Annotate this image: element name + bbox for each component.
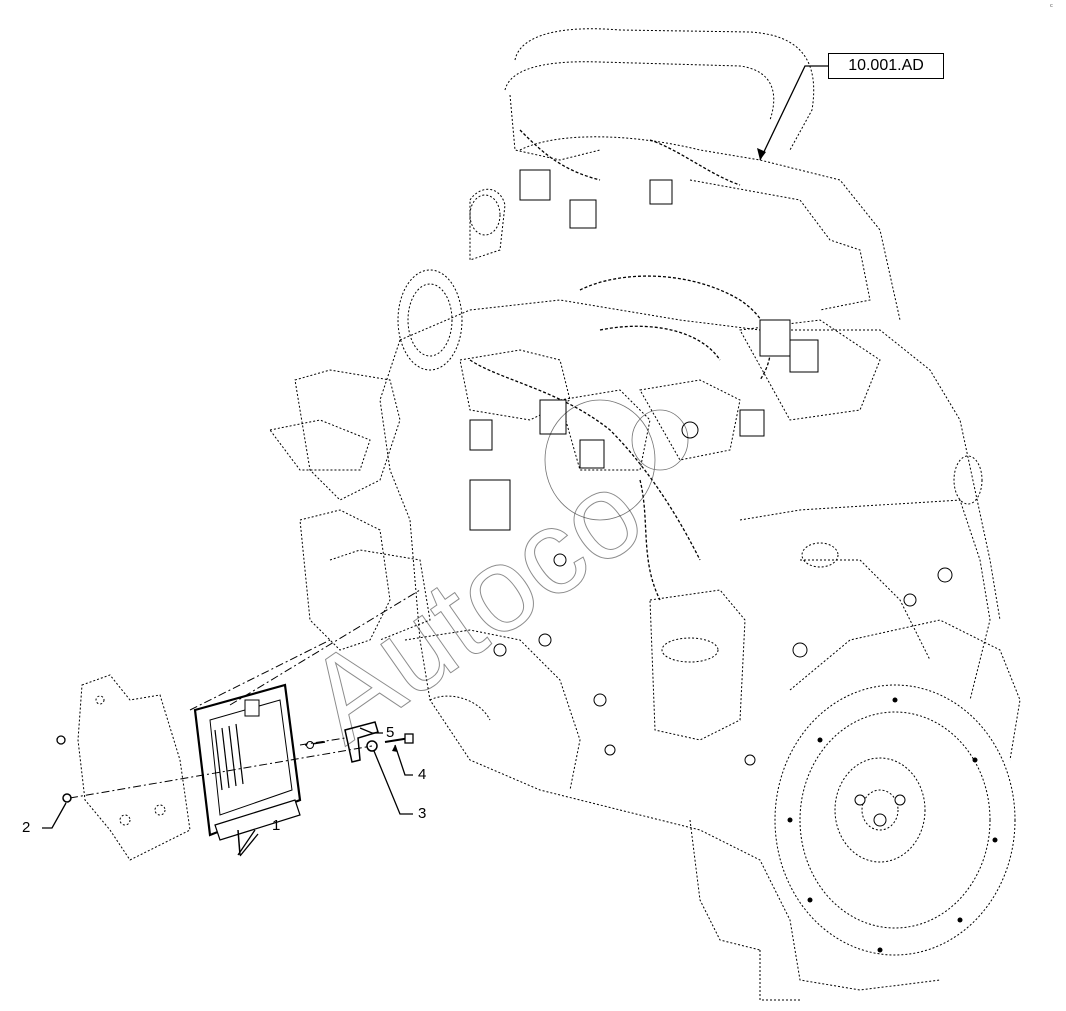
callout-3: 3 bbox=[418, 805, 427, 822]
ref-arrowhead bbox=[757, 148, 766, 160]
reference-box[interactable]: 10.001.AD bbox=[828, 53, 944, 79]
corner-mark: ᶜ bbox=[1050, 2, 1053, 11]
assembly-lines bbox=[69, 589, 421, 799]
callout-4: 4 bbox=[418, 766, 427, 783]
engine-block bbox=[269, 28, 1021, 1001]
leader-lines bbox=[42, 65, 828, 857]
nut bbox=[62, 793, 72, 803]
watermark-graphic bbox=[544, 399, 689, 521]
callout-2: 2 bbox=[22, 819, 31, 836]
callout-5: 5 bbox=[386, 724, 395, 741]
nut-upper bbox=[56, 735, 66, 745]
screw-head bbox=[306, 741, 314, 749]
ecu-module bbox=[193, 683, 302, 856]
callout-1: 1 bbox=[272, 817, 281, 834]
bolt-arrowhead bbox=[392, 745, 398, 752]
bolt bbox=[384, 733, 414, 744]
flywheel-bolts bbox=[787, 697, 998, 953]
mounting-bracket bbox=[77, 674, 191, 861]
